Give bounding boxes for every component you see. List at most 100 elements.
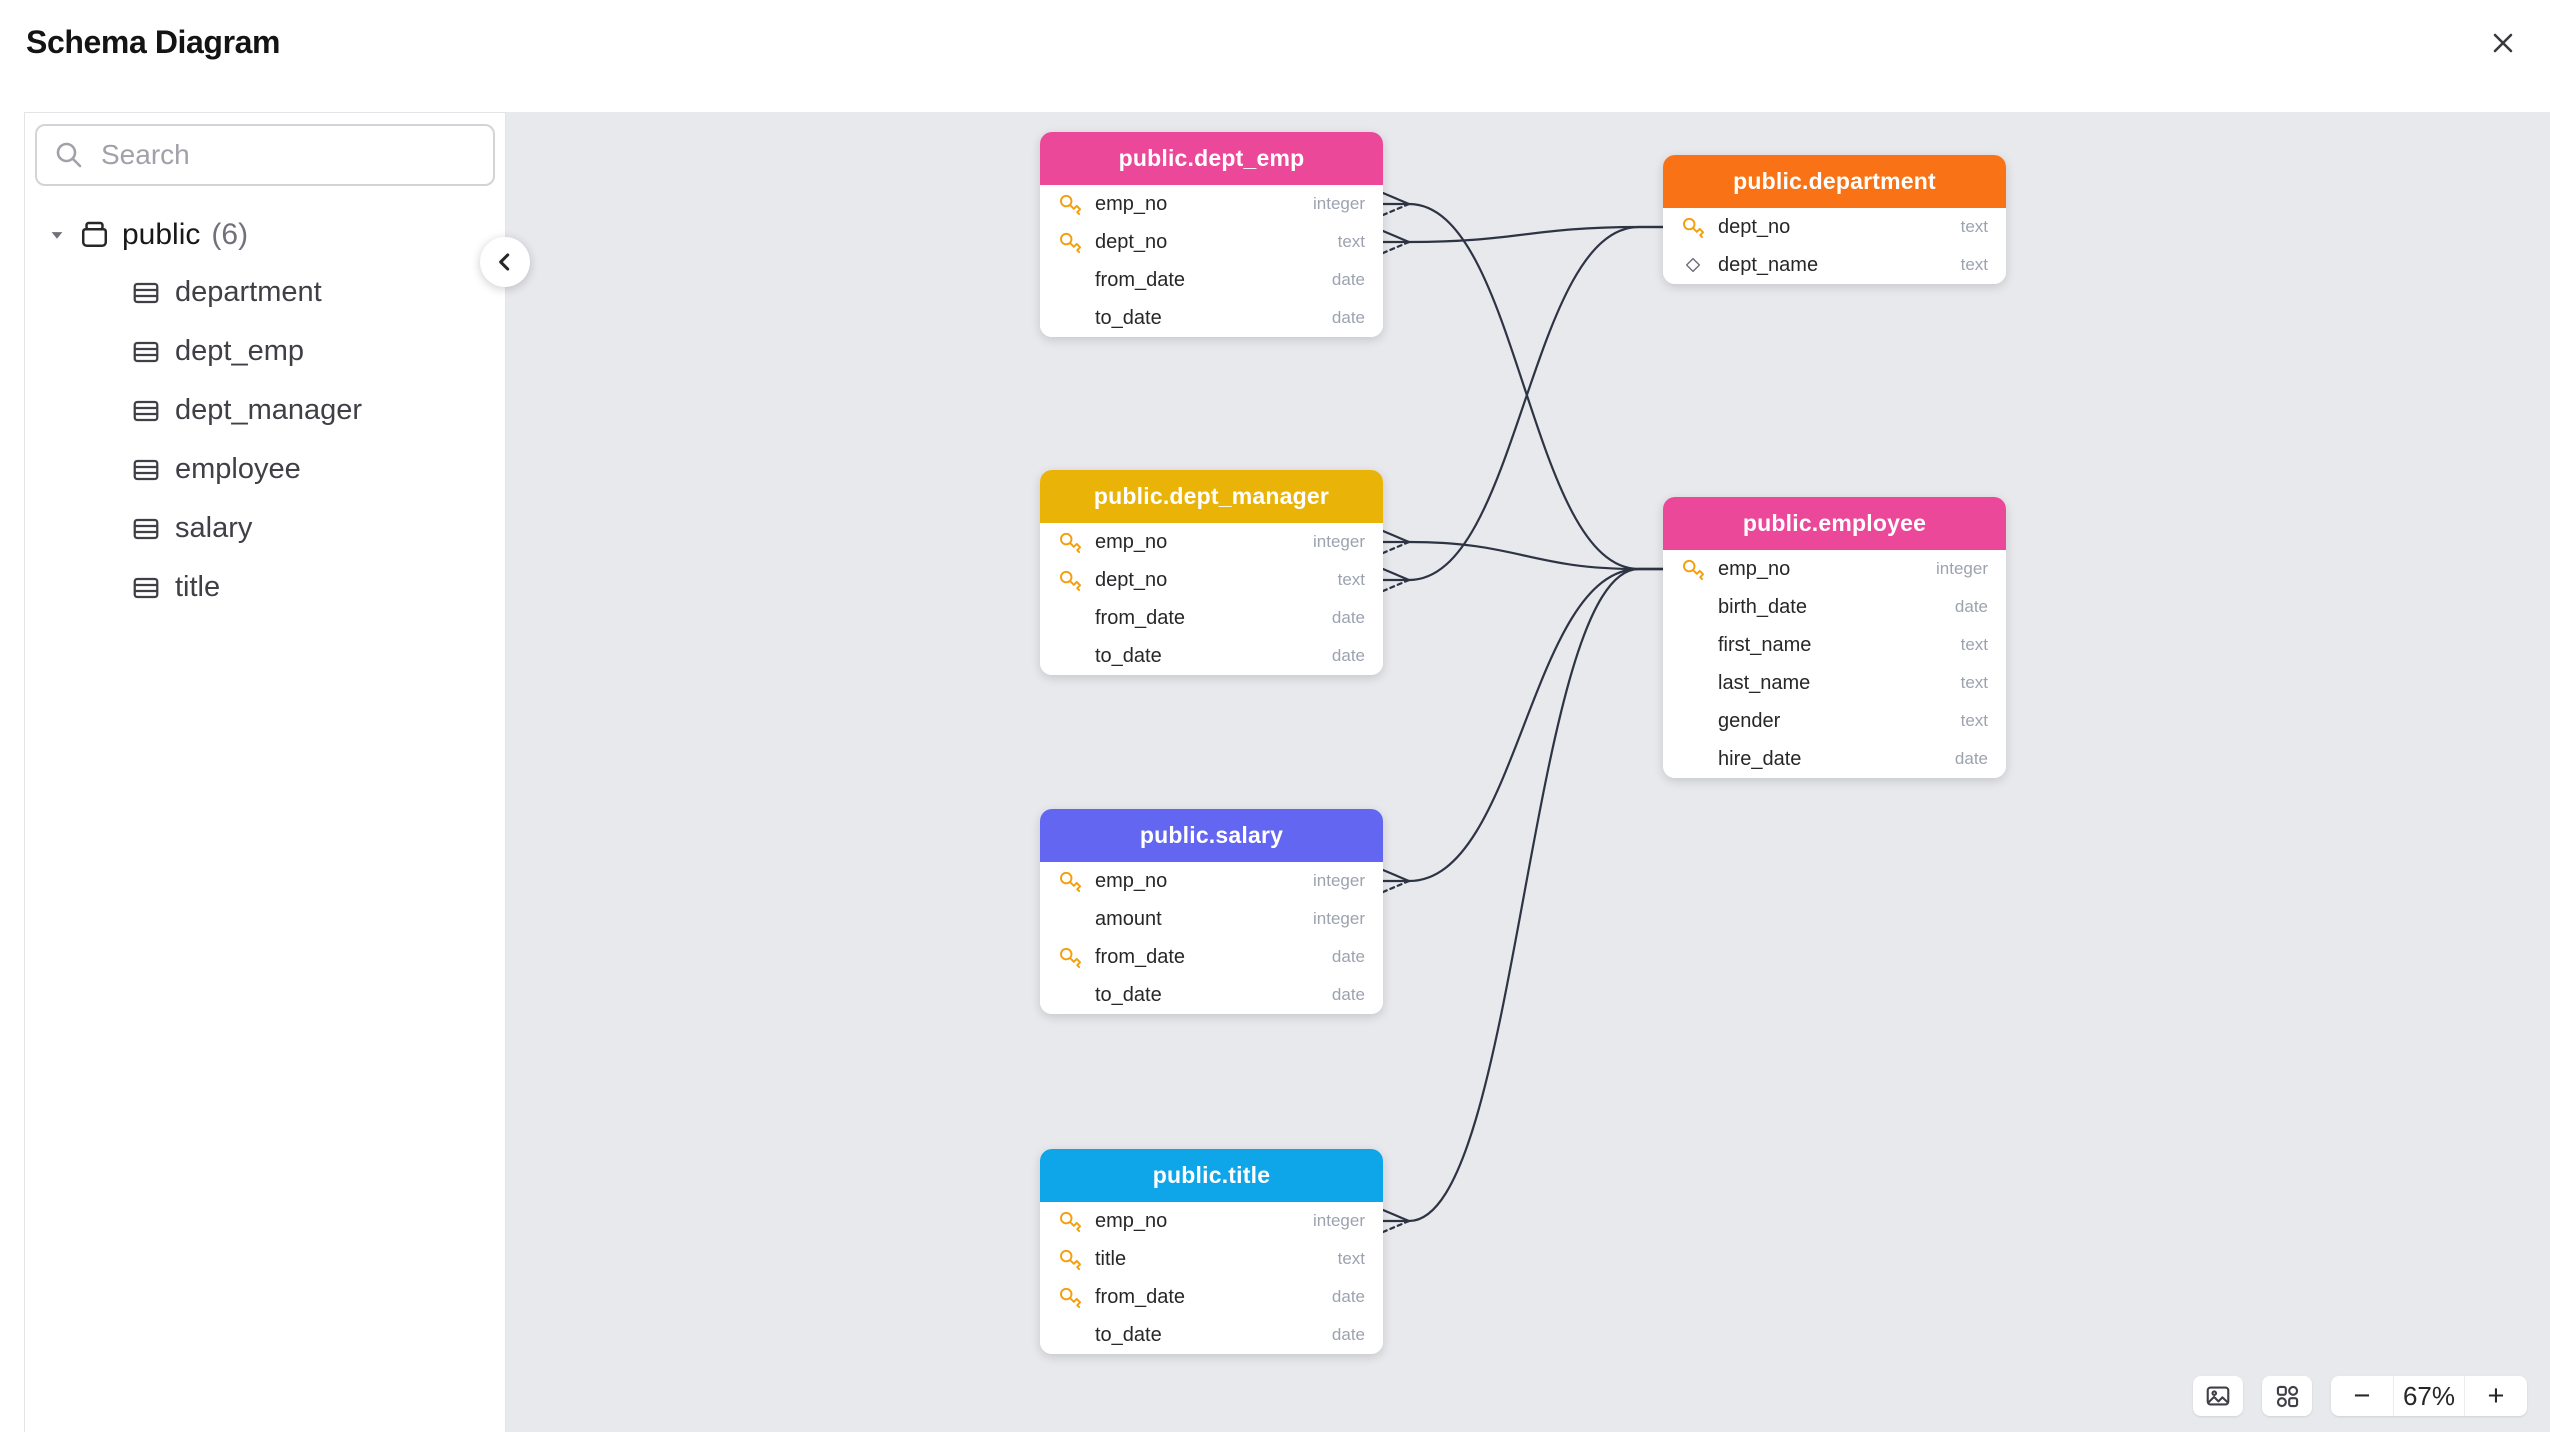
download-image-button[interactable] xyxy=(2193,1376,2243,1416)
schema-node-public[interactable]: public (6) xyxy=(25,206,505,263)
table-item-label: title xyxy=(175,571,221,603)
canvas-controls: − 67% + xyxy=(2193,1376,2527,1416)
key-icon xyxy=(1059,1249,1081,1270)
key-icon xyxy=(1059,194,1081,215)
plus-icon: + xyxy=(2487,1379,2505,1412)
table-item-label: dept_manager xyxy=(175,394,363,426)
column-name: to_date xyxy=(1095,644,1162,667)
column-name: to_date xyxy=(1095,1323,1162,1346)
table-icon xyxy=(133,577,159,598)
column-type: text xyxy=(1960,255,1988,274)
column-type: date xyxy=(1954,597,1988,616)
key-icon xyxy=(1059,1211,1081,1232)
column-type: integer xyxy=(1313,1211,1365,1230)
key-icon xyxy=(1059,871,1081,892)
column-name: last_name xyxy=(1718,671,1811,694)
zoom-in-button[interactable]: + xyxy=(2465,1376,2527,1416)
column-type: integer xyxy=(1936,559,1988,578)
chevron-left-icon xyxy=(499,253,510,271)
schema-label: public xyxy=(122,217,201,251)
column-name: from_date xyxy=(1095,1285,1186,1308)
sidebar-item-department[interactable]: department xyxy=(25,263,505,322)
auto-layout-button[interactable] xyxy=(2262,1376,2312,1416)
column-name: emp_no xyxy=(1095,869,1168,892)
search-icon xyxy=(56,142,82,168)
column-name: amount xyxy=(1095,907,1162,930)
column-type: integer xyxy=(1313,871,1365,890)
column-type: date xyxy=(1331,947,1365,966)
diagram-canvas[interactable] xyxy=(506,112,2550,1432)
column-name: from_date xyxy=(1095,606,1186,629)
node-header[interactable]: public.employee xyxy=(1663,497,2006,550)
node-header[interactable]: public.department xyxy=(1663,155,2006,208)
page-title: Schema Diagram xyxy=(26,24,281,60)
node-title: public.employee xyxy=(1742,510,1927,536)
column-name: emp_no xyxy=(1718,557,1791,580)
sidebar-item-employee[interactable]: employee xyxy=(25,440,505,499)
sidebar-item-title[interactable]: title xyxy=(25,558,505,617)
zoom-level: 67% xyxy=(2393,1376,2465,1416)
column-row: amount integer xyxy=(1040,900,1383,938)
column-name: dept_no xyxy=(1095,568,1168,591)
column-row: dept_name text xyxy=(1663,246,2006,284)
node-header[interactable]: public.dept_manager xyxy=(1040,470,1383,523)
node-header[interactable]: public.salary xyxy=(1040,809,1383,862)
node-title: public.salary xyxy=(1139,822,1284,848)
column-type: date xyxy=(1954,749,1988,768)
column-type: date xyxy=(1331,608,1365,627)
column-name: to_date xyxy=(1095,983,1162,1006)
table-item-label: department xyxy=(175,276,322,308)
table-icon xyxy=(133,282,159,303)
node-header[interactable]: public.dept_emp xyxy=(1040,132,1383,185)
column-type: text xyxy=(1960,635,1988,654)
image-icon xyxy=(2206,1386,2230,1406)
column-name: gender xyxy=(1718,709,1781,732)
column-type: text xyxy=(1337,232,1365,251)
table-icon xyxy=(133,518,159,539)
node-title: public.dept_emp xyxy=(1118,145,1305,171)
column-name: emp_no xyxy=(1095,192,1168,215)
column-type: text xyxy=(1337,1249,1365,1268)
sidebar: public (6) department dept_emp dept_manage… xyxy=(24,112,506,1432)
key-icon xyxy=(1059,1287,1081,1308)
table-icon xyxy=(133,341,159,362)
grid-layout-icon xyxy=(2276,1385,2298,1407)
close-button[interactable] xyxy=(2480,20,2526,66)
zoom-out-button[interactable]: − xyxy=(2331,1376,2393,1416)
search-input[interactable] xyxy=(99,138,477,172)
column-row: emp_no integer xyxy=(1040,862,1383,900)
column-name: to_date xyxy=(1095,306,1162,329)
column-row: emp_no integer xyxy=(1663,550,2006,588)
column-name: emp_no xyxy=(1095,1209,1168,1232)
node-title: public.dept_manager xyxy=(1093,483,1330,509)
sidebar-item-dept_manager[interactable]: dept_manager xyxy=(25,381,505,440)
column-name: dept_name xyxy=(1718,253,1819,276)
column-type: integer xyxy=(1313,909,1365,928)
collapse-sidebar-button[interactable] xyxy=(480,237,530,287)
sidebar-item-salary[interactable]: salary xyxy=(25,499,505,558)
column-type: text xyxy=(1337,570,1365,589)
key-icon xyxy=(1682,217,1704,238)
key-icon xyxy=(1059,570,1081,591)
sidebar-item-dept_emp[interactable]: dept_emp xyxy=(25,322,505,381)
node-header[interactable]: public.title xyxy=(1040,1149,1383,1202)
